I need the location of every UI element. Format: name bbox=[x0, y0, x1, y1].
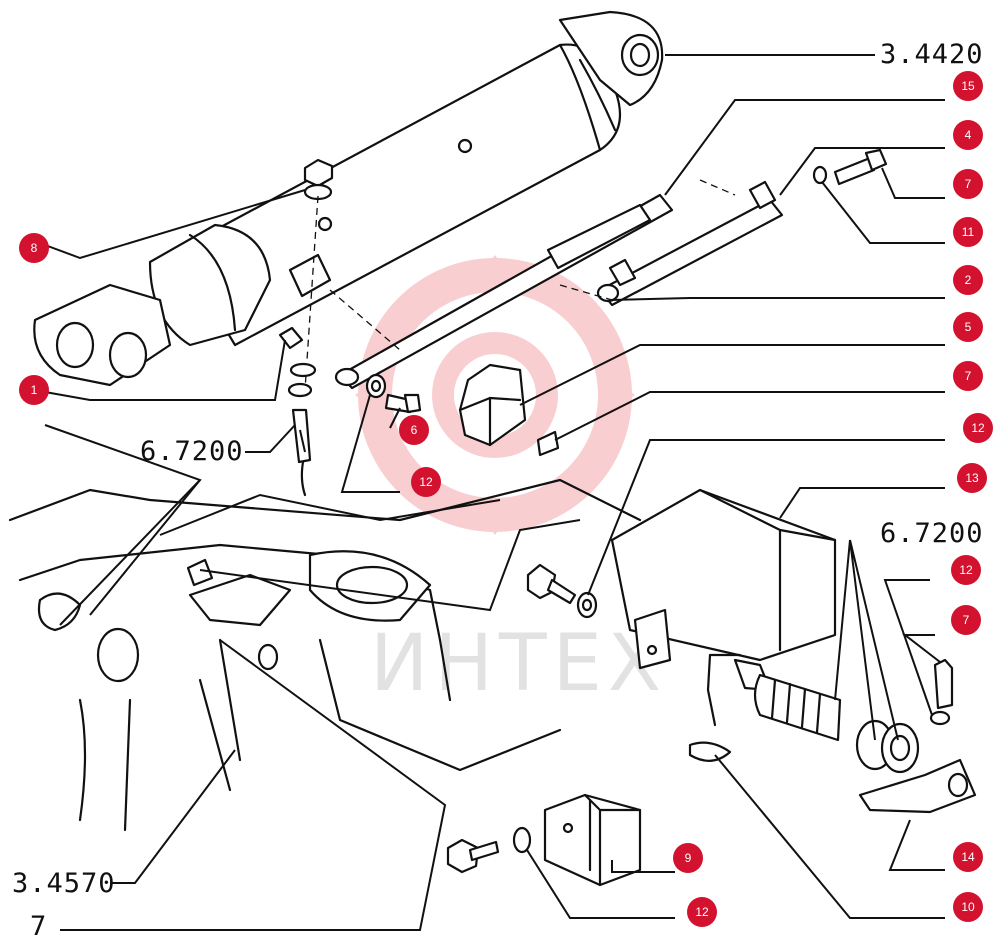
svg-text:2: 2 bbox=[965, 273, 972, 287]
block-part-9 bbox=[446, 793, 642, 887]
pressure-sensor-left bbox=[291, 408, 312, 497]
svg-text:14: 14 bbox=[961, 850, 975, 864]
svg-text:12: 12 bbox=[971, 421, 985, 435]
svg-text:5: 5 bbox=[965, 320, 972, 334]
svg-text:11: 11 bbox=[962, 225, 975, 239]
chassis-frame bbox=[8, 478, 642, 832]
callout-6: 6 bbox=[399, 415, 429, 445]
callout-14: 14 bbox=[953, 842, 983, 872]
bolt-and-washer-mid bbox=[526, 563, 598, 619]
callout-12-right: 12 bbox=[951, 555, 981, 585]
bracket-part-5 bbox=[458, 363, 560, 457]
callout-12-mid: 12 bbox=[963, 413, 993, 443]
callout-15: 15 bbox=[953, 71, 983, 101]
leader-lines bbox=[44, 54, 945, 931]
svg-text:9: 9 bbox=[685, 851, 692, 865]
svg-text:7: 7 bbox=[965, 177, 972, 191]
svg-text:12: 12 bbox=[695, 905, 709, 919]
ref-sensor-right: 6.7200 bbox=[880, 518, 984, 549]
gas-spring-rods bbox=[329, 179, 784, 390]
ref-cylinder: 3.4420 bbox=[880, 39, 984, 70]
svg-text:12: 12 bbox=[959, 563, 973, 577]
svg-text:13: 13 bbox=[965, 471, 979, 485]
callout-12-bottom: 12 bbox=[687, 897, 717, 927]
pressure-sensor-right bbox=[688, 653, 977, 814]
hydraulic-cylinder bbox=[33, 10, 664, 387]
svg-text:7: 7 bbox=[963, 613, 970, 627]
svg-text:1: 1 bbox=[31, 383, 38, 397]
small-bolt-and-washer bbox=[812, 148, 888, 186]
callout-11: 11 bbox=[953, 217, 983, 247]
svg-text:7: 7 bbox=[965, 369, 972, 383]
callout-7-mid: 7 bbox=[953, 361, 983, 391]
callout-10: 10 bbox=[953, 892, 983, 922]
callout-7-right: 7 bbox=[951, 605, 981, 635]
callout-8: 8 bbox=[19, 233, 49, 263]
svg-text:15: 15 bbox=[961, 79, 975, 93]
callout-7-top: 7 bbox=[953, 169, 983, 199]
cylinder-fasteners bbox=[278, 158, 334, 398]
callout-2: 2 bbox=[953, 265, 983, 295]
washer-and-bolt-6 bbox=[365, 373, 422, 414]
callout-4: 4 bbox=[953, 120, 983, 150]
ref-sensor-left: 6.7200 bbox=[140, 436, 244, 467]
svg-text:8: 8 bbox=[31, 241, 38, 255]
callout-9: 9 bbox=[673, 843, 703, 873]
callout-13: 13 bbox=[957, 463, 987, 493]
ref-frame: 3.4570 bbox=[12, 868, 116, 899]
svg-text:4: 4 bbox=[965, 128, 972, 142]
callout-5: 5 bbox=[953, 312, 983, 342]
watermark-text: ИНТЕХ bbox=[370, 619, 667, 709]
svg-text:12: 12 bbox=[419, 475, 433, 489]
callout-12-left: 12 bbox=[411, 467, 441, 497]
svg-text:6: 6 bbox=[411, 423, 418, 437]
cover-part-13 bbox=[610, 488, 837, 670]
ref-bottom: 7 bbox=[30, 911, 47, 942]
callout-1: 1 bbox=[19, 375, 49, 405]
svg-text:10: 10 bbox=[961, 900, 975, 914]
